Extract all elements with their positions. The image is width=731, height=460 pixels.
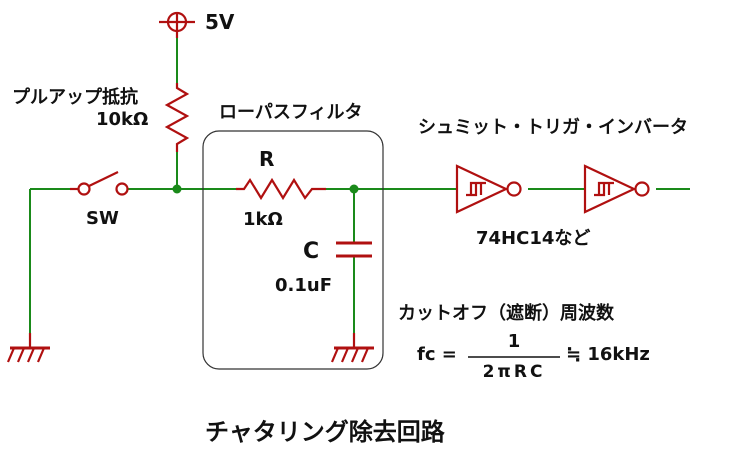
series-resistor [236, 177, 326, 201]
supply-symbol [159, 11, 195, 38]
schmitt-inverter-1 [455, 164, 522, 214]
junction-capacitor [349, 184, 359, 194]
resistor-name-label: R [259, 147, 275, 171]
schmitt-inverter-2 [583, 164, 650, 214]
pullup-name-label: プルアップ抵抗 [12, 87, 138, 108]
resistor-value-label: 1kΩ [243, 209, 283, 230]
switch-label: SW [86, 208, 119, 229]
ground-left [6, 333, 50, 363]
switch-lever [88, 171, 119, 187]
formula-numerator: 1 [507, 331, 521, 352]
switch-contact-right [115, 182, 129, 196]
lpf-group-box [202, 130, 384, 370]
formula-denominator: 2πRC [482, 362, 546, 382]
switch-symbol [70, 171, 129, 196]
switch-contact-left [77, 182, 91, 196]
junction-pullup [172, 184, 182, 194]
components [6, 11, 650, 363]
lpf-title-label: ローパスフィルタ [219, 102, 363, 123]
schmitt-title-label: シュミット・トリガ・インバータ [418, 117, 688, 138]
formula-lhs: fc = [417, 344, 457, 365]
formula-result: ≒ 16kHz [566, 344, 650, 365]
capacitor-value-label: 0.1uF [275, 275, 332, 296]
diagram-caption: チャタリング除去回路 [205, 418, 445, 446]
ic-part-label: 74HC14など [476, 228, 591, 249]
wires [29, 31, 690, 333]
pullup-value-label: 10kΩ [96, 109, 149, 130]
hysteresis-icon-2 [594, 181, 614, 197]
capacitor-name-label: C [303, 239, 320, 264]
cutoff-title-label: カットオフ（遮断）周波数 [398, 303, 614, 324]
supply-label: 5V [205, 10, 235, 34]
hysteresis-icon-1 [466, 181, 486, 197]
pullup-resistor [164, 83, 190, 152]
capacitor-symbol [336, 241, 372, 258]
ground-capacitor [330, 333, 374, 363]
junction-dots [172, 184, 359, 194]
